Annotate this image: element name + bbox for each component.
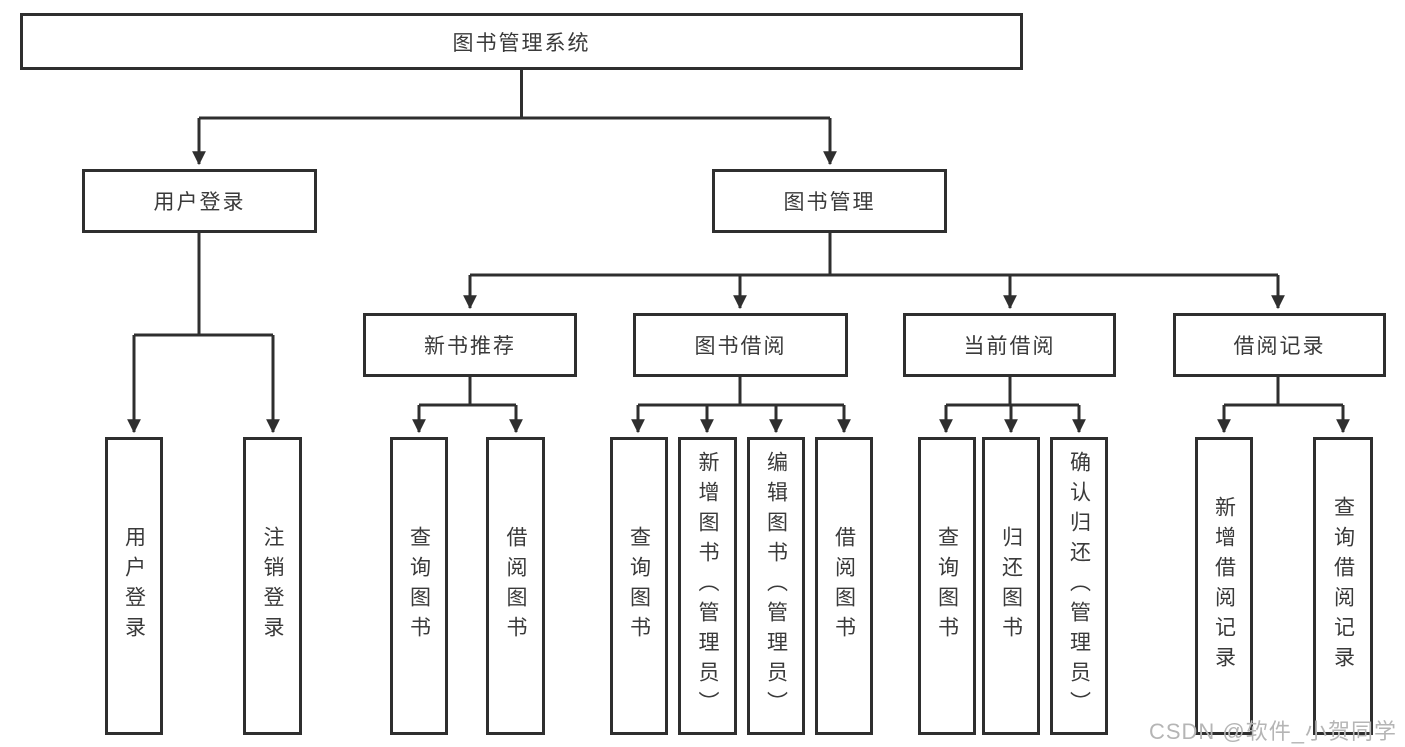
node-borrow-records: 借阅记录	[1173, 313, 1386, 377]
csdn-watermark: CSDN @软件_小贺同学	[1148, 719, 1397, 744]
leaf-query-books-recommend: 查询图书	[390, 437, 448, 735]
leaf-query-borrow-record: 查询借阅记录	[1313, 437, 1373, 735]
leaf-add-borrow-record: 新增借阅记录	[1195, 437, 1253, 735]
leaf-return-books: 归还图书	[982, 437, 1040, 735]
leaf-user-login: 用户登录	[105, 437, 163, 735]
node-library-management-system: 图书管理系统	[20, 13, 1023, 70]
leaf-borrow-books-recommend: 借阅图书	[486, 437, 545, 735]
leaf-logout: 注销登录	[243, 437, 302, 735]
leaf-add-books-admin: 新增图书（管理员）	[678, 437, 737, 735]
leaf-borrow-books: 借阅图书	[815, 437, 873, 735]
leaf-edit-books-admin: 编辑图书（管理员）	[747, 437, 805, 735]
node-current-borrow: 当前借阅	[903, 313, 1116, 377]
node-book-borrow: 图书借阅	[633, 313, 848, 377]
node-book-management: 图书管理	[712, 169, 947, 233]
leaf-query-books-borrow: 查询图书	[610, 437, 668, 735]
node-new-book-recommend: 新书推荐	[363, 313, 577, 377]
leaf-query-books-current: 查询图书	[918, 437, 976, 735]
leaf-confirm-return-admin: 确认归还（管理员）	[1050, 437, 1108, 735]
node-user-login: 用户登录	[82, 169, 317, 233]
